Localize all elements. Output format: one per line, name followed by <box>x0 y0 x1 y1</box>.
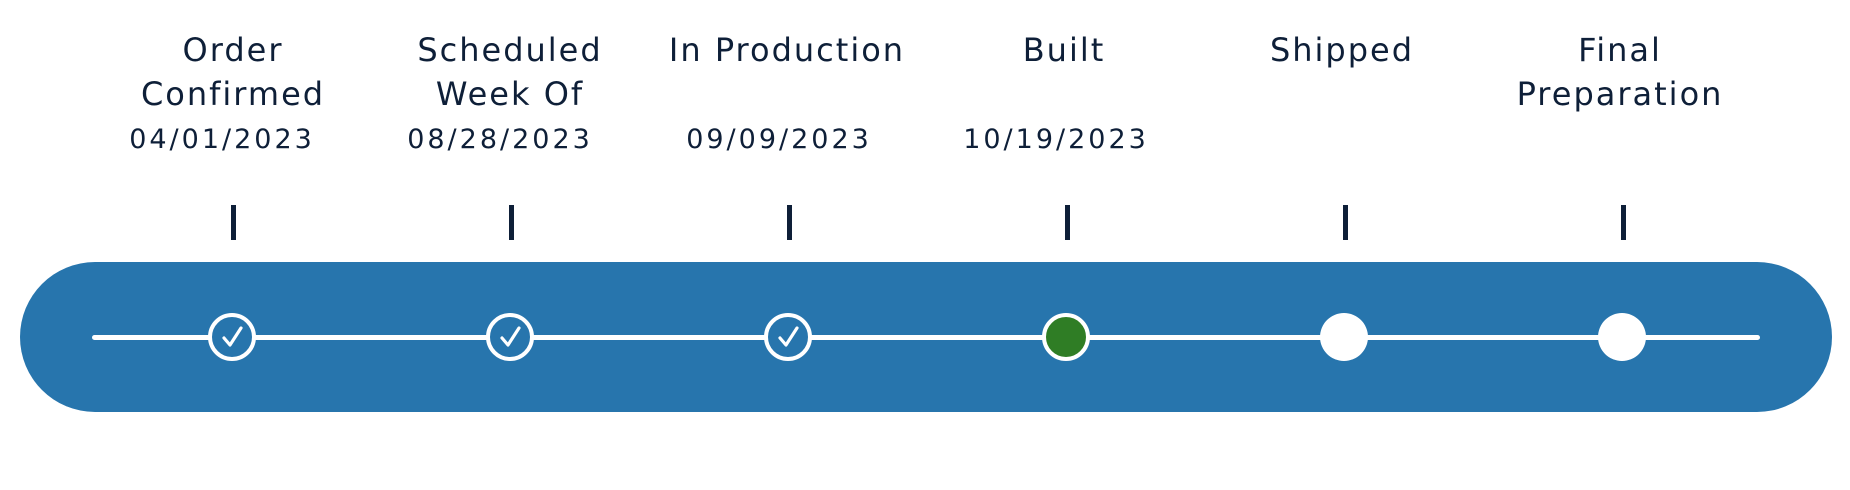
step-label-scheduled: Scheduled Week Of <box>417 31 603 113</box>
step-date-built: 10/19/2023 <box>963 124 1149 155</box>
step-tick-shipped <box>1343 205 1348 240</box>
step-date-in-production: 09/09/2023 <box>686 124 872 155</box>
pending-circle-icon <box>1598 313 1646 361</box>
step-label-built: Built <box>1022 31 1106 69</box>
check-icon <box>778 326 799 347</box>
step-tick-order-confirmed <box>231 205 236 240</box>
step-date-order-confirmed: 04/01/2023 <box>129 124 315 155</box>
pending-circle-icon <box>1320 313 1368 361</box>
step-label-shipped: Shipped <box>1269 31 1415 69</box>
step-node-scheduled <box>486 313 534 361</box>
step-label-final-preparation: Final Preparation <box>1516 31 1724 113</box>
step-node-in-production <box>764 313 812 361</box>
check-icon <box>222 326 243 347</box>
check-icon <box>500 326 521 347</box>
step-node-order-confirmed <box>208 313 256 361</box>
progress-track-line <box>92 335 1760 340</box>
step-label-order-confirmed: Order Confirmed <box>140 31 326 113</box>
step-label-in-production: In Production <box>668 31 906 69</box>
step-tick-in-production <box>787 205 792 240</box>
step-date-scheduled: 08/28/2023 <box>407 124 593 155</box>
step-tick-final-preparation <box>1621 205 1626 240</box>
current-dot-icon <box>1042 313 1090 361</box>
step-tick-built <box>1065 205 1070 240</box>
step-tick-scheduled <box>509 205 514 240</box>
